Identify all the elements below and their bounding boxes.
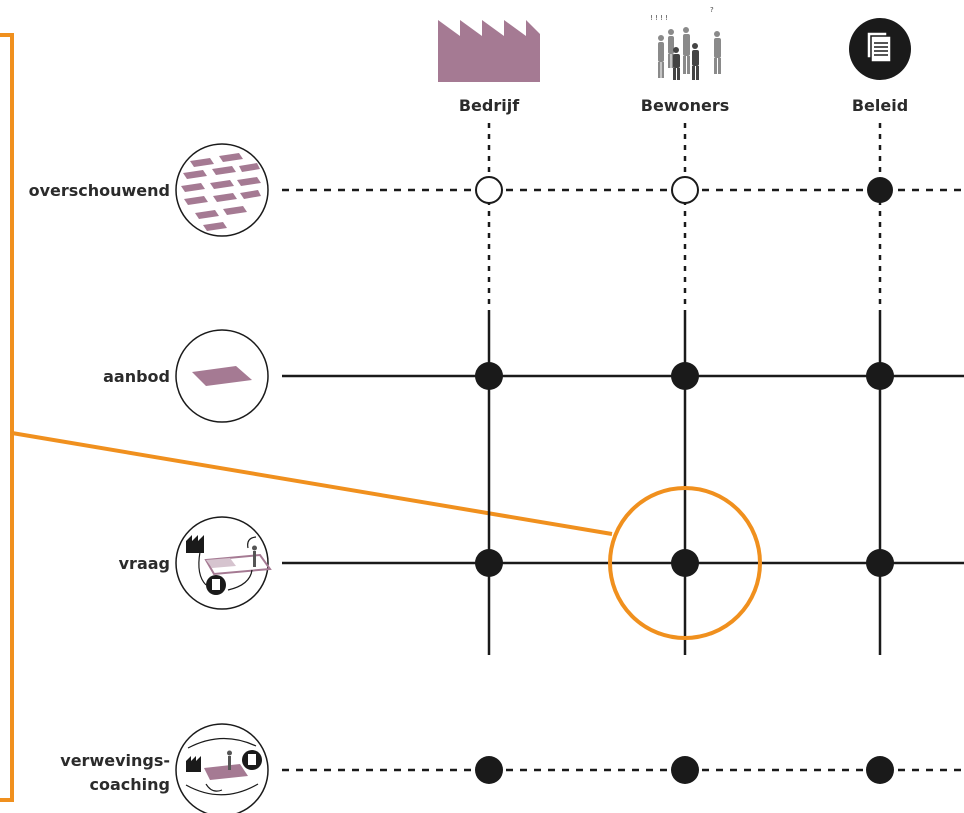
row-label-verwevingscoaching-line1: verwevings-: [60, 751, 170, 770]
node-vraag-bedrijf: [475, 549, 503, 577]
node-vraag-bewoners: [671, 549, 699, 577]
overview-tiles-icon: [175, 143, 269, 237]
svg-text:?: ?: [710, 6, 714, 14]
node-aanbod-beleid: [866, 362, 894, 390]
policy-document-icon: [849, 18, 911, 80]
row-label-aanbod: aanbod: [103, 367, 170, 386]
row-label-overschouwend: overschouwend: [29, 181, 170, 200]
supply-plane-icon: [175, 329, 269, 423]
node-overschouwend-beleid: [867, 177, 893, 203]
node-vraag-beleid: [866, 549, 894, 577]
node-overschouwend-bewoners: [671, 176, 699, 204]
node-verwevingscoaching-bedrijf: [475, 756, 503, 784]
column-label-beleid: Beleid: [852, 96, 908, 115]
people-icon: ! ! ! ! ?: [650, 6, 721, 80]
coaching-cycle-icon: [175, 723, 269, 813]
factory-icon: [438, 20, 540, 82]
column-label-bedrijf: Bedrijf: [459, 96, 520, 115]
highlight-pointer-line: [11, 431, 613, 536]
row-label-vraag: vraag: [119, 554, 170, 573]
node-overschouwend-bedrijf: [475, 176, 503, 204]
node-aanbod-bewoners: [671, 362, 699, 390]
node-verwevingscoaching-bewoners: [671, 756, 699, 784]
row-label-verwevingscoaching-line2: coaching: [90, 775, 170, 794]
node-aanbod-bedrijf: [475, 362, 503, 390]
svg-text:! ! ! !: ! ! ! !: [650, 14, 668, 22]
node-verwevingscoaching-beleid: [866, 756, 894, 784]
highlight-circle: [608, 486, 762, 640]
column-label-bewoners: Bewoners: [641, 96, 729, 115]
demand-relations-icon: [175, 516, 272, 610]
highlight-bracket: [0, 33, 14, 802]
